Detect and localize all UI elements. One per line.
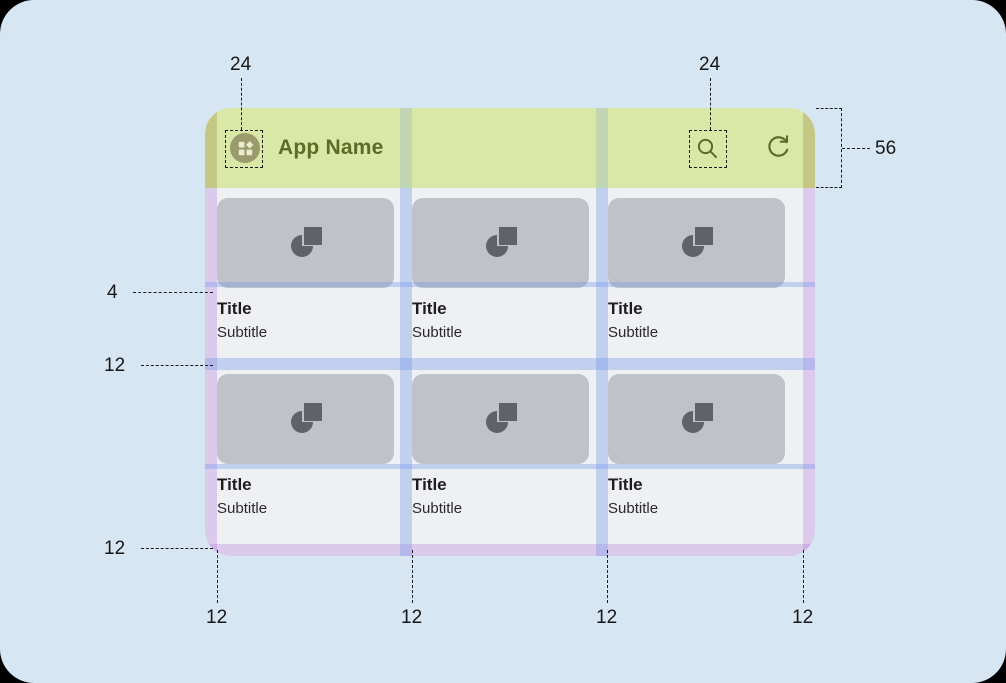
leader-56 [842, 148, 870, 149]
card-subtitle: Subtitle [217, 324, 268, 341]
annotation-24-left: 24 [230, 54, 252, 75]
leader-4 [133, 292, 213, 293]
annotation-12-col-2: 12 [401, 607, 423, 628]
menu-button[interactable] [228, 131, 262, 165]
card-media [412, 374, 589, 464]
image-placeholder-icon [290, 227, 322, 257]
annotation-12-col-1: 12 [206, 607, 228, 628]
annotation-12-col-3: 12 [596, 607, 618, 628]
leader-24-left [241, 78, 242, 130]
grid-widget-icon [230, 133, 260, 163]
image-placeholder-icon [681, 403, 713, 433]
bracket-appbar-height [816, 108, 842, 188]
leader-12-col-1 [217, 550, 218, 603]
leader-12-rowgap [141, 365, 213, 366]
card-media [217, 374, 394, 464]
leader-24-right [710, 78, 711, 130]
app-bar: App Name [205, 108, 815, 188]
image-placeholder-icon [681, 227, 713, 257]
card-title: Title [412, 299, 447, 318]
annotation-12-rowgap: 12 [104, 355, 126, 376]
card-title: Title [608, 299, 643, 318]
refresh-icon [768, 135, 789, 157]
card-media [608, 374, 785, 464]
image-placeholder-icon [485, 227, 517, 257]
card-media [412, 198, 589, 288]
image-placeholder-icon [485, 403, 517, 433]
search-button[interactable] [692, 133, 722, 163]
card-subtitle: Subtitle [217, 500, 268, 517]
leader-12-col-3 [607, 550, 608, 603]
leader-12-col-4 [803, 550, 804, 603]
image-placeholder-icon [290, 403, 322, 433]
leader-12-bottompad [141, 548, 213, 549]
card-title: Title [217, 475, 252, 494]
card-subtitle: Subtitle [412, 324, 463, 341]
refresh-button[interactable] [763, 133, 793, 163]
annotation-4: 4 [107, 282, 118, 303]
search-touch-target-box [689, 130, 727, 168]
card-media [217, 198, 394, 288]
card-media [608, 198, 785, 288]
card-title: Title [412, 475, 447, 494]
annotation-24-right: 24 [699, 54, 721, 75]
card-title: Title [608, 475, 643, 494]
card-subtitle: Subtitle [412, 500, 463, 517]
card-subtitle: Subtitle [608, 500, 659, 517]
annotation-56: 56 [875, 138, 897, 159]
search-icon [697, 138, 717, 158]
app-title: App Name [278, 136, 384, 159]
annotation-12-col-4: 12 [792, 607, 814, 628]
annotation-12-bottompad: 12 [104, 538, 126, 559]
leader-12-col-2 [412, 550, 413, 603]
menu-touch-target-box [225, 130, 263, 168]
card-title: Title [217, 299, 252, 318]
card-subtitle: Subtitle [608, 324, 659, 341]
